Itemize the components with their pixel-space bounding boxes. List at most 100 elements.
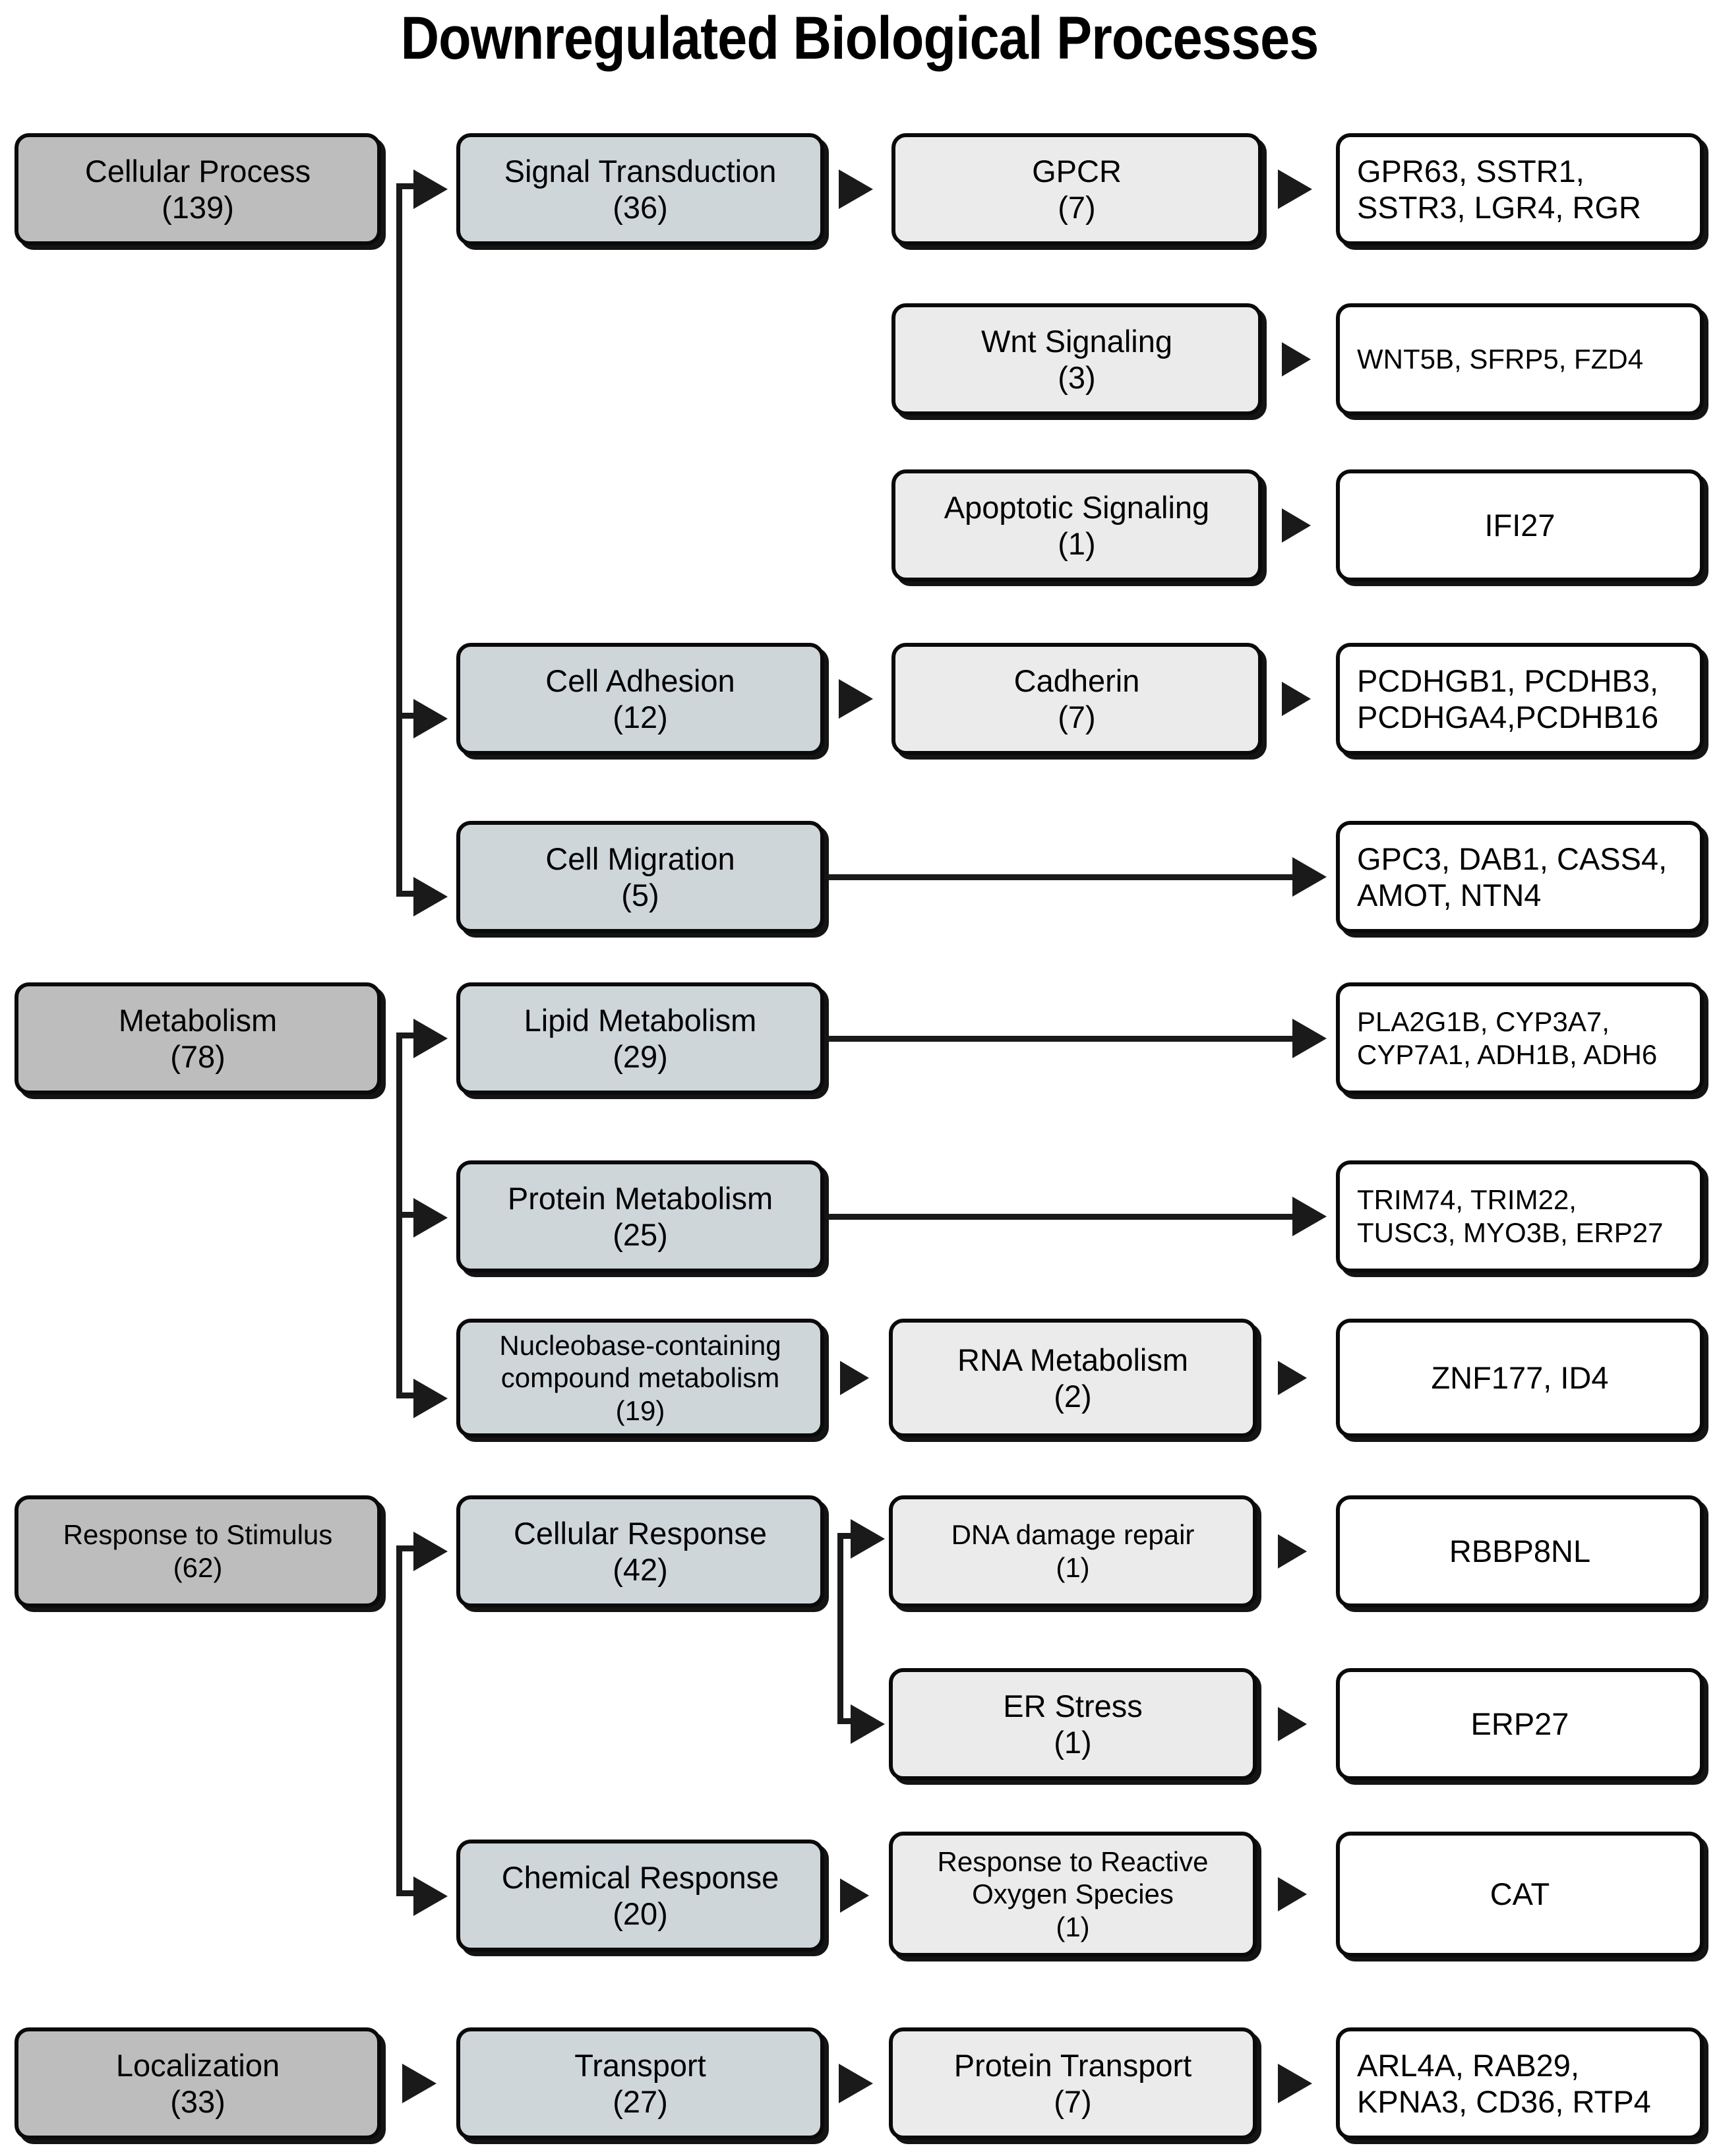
node-lipid-genes[interactable]: PLA2G1B, CYP3A7, CYP7A1, ADH1B, ADH6	[1336, 982, 1704, 1094]
gene-list: ZNF177, ID4	[1431, 1360, 1609, 1396]
connector-line-cell-migration	[828, 874, 1296, 880]
connector-stub	[396, 1033, 428, 1038]
node-label: Lipid Metabolism	[524, 1002, 757, 1038]
node-label: Response to Stimulus	[63, 1519, 333, 1551]
node-cell-migration[interactable]: Cell Migration (5)	[456, 821, 824, 933]
node-count: (1)	[1056, 1911, 1090, 1942]
node-label: Cellular Response	[513, 1515, 768, 1551]
node-count: (5)	[621, 878, 659, 913]
node-protein-transport-genes[interactable]: ARL4A, RAB29, KPNA3, CD36, RTP4	[1336, 2027, 1704, 2140]
gene-list: GPC3, DAB1, CASS4, AMOT, NTN4	[1357, 841, 1668, 913]
gene-list: CAT	[1490, 1876, 1550, 1912]
node-cadherin-genes[interactable]: PCDHGB1, PCDHB3, PCDHGA4,PCDHB16	[1336, 643, 1704, 755]
arrow-icon	[1278, 2064, 1312, 2103]
node-rna-metabolism[interactable]: RNA Metabolism (2)	[889, 1319, 1257, 1437]
node-label: Localization	[115, 2047, 280, 2083]
node-cell-migration-genes[interactable]: GPC3, DAB1, CASS4, AMOT, NTN4	[1336, 821, 1704, 933]
node-protein-genes[interactable]: TRIM74, TRIM22, TUSC3, MYO3B, ERP27	[1336, 1160, 1704, 1273]
arrow-icon	[1282, 682, 1311, 716]
arrow-icon	[851, 1704, 885, 1744]
gene-list: PCDHGB1, PCDHB3, PCDHGA4,PCDHB16	[1357, 663, 1659, 734]
node-count: (62)	[173, 1552, 223, 1583]
node-transport[interactable]: Transport (27)	[456, 2027, 824, 2140]
node-er-stress[interactable]: ER Stress (1)	[889, 1668, 1257, 1780]
node-metabolism[interactable]: Metabolism (78)	[15, 982, 381, 1094]
node-nucleobase-metabolism[interactable]: Nucleobase-containing compound metabolis…	[456, 1319, 824, 1437]
node-label: DNA damage repair	[951, 1519, 1195, 1551]
node-protein-metabolism[interactable]: Protein Metabolism (25)	[456, 1160, 824, 1273]
arrow-icon	[839, 2064, 873, 2103]
arrow-icon	[413, 1876, 448, 1916]
node-signal-transduction[interactable]: Signal Transduction (36)	[456, 133, 824, 245]
node-label: Apoptotic Signaling	[944, 489, 1210, 525]
gene-list: ERP27	[1470, 1706, 1569, 1742]
gene-list: TRIM74, TRIM22, TUSC3, MYO3B, ERP27	[1357, 1184, 1664, 1248]
connector-stub	[396, 1392, 428, 1398]
node-gpcr[interactable]: GPCR (7)	[891, 133, 1262, 245]
node-cell-adhesion[interactable]: Cell Adhesion (12)	[456, 643, 824, 755]
connector-stub	[837, 1718, 862, 1724]
node-response-to-stimulus[interactable]: Response to Stimulus (62)	[15, 1495, 381, 1607]
node-er-stress-genes[interactable]: ERP27	[1336, 1668, 1704, 1780]
node-ros-response[interactable]: Response to Reactive Oxygen Species (1)	[889, 1832, 1257, 1957]
node-label: Cell Adhesion	[545, 663, 735, 698]
node-count: (19)	[615, 1394, 665, 1426]
node-wnt-genes[interactable]: WNT5B, SFRP5, FZD4	[1336, 303, 1704, 415]
arrow-icon	[1278, 1534, 1307, 1569]
gene-list: WNT5B, SFRP5, FZD4	[1357, 344, 1644, 375]
node-count: (78)	[170, 1039, 226, 1074]
node-count: (33)	[170, 2084, 226, 2119]
arrow-icon	[1292, 1019, 1327, 1058]
node-count: (29)	[613, 1039, 668, 1074]
node-cadherin[interactable]: Cadherin (7)	[891, 643, 1262, 755]
node-label: Transport	[574, 2047, 706, 2083]
arrow-icon	[1278, 1707, 1307, 1741]
node-count: (42)	[613, 1552, 668, 1587]
connector-stub	[837, 1533, 862, 1539]
node-protein-transport[interactable]: Protein Transport (7)	[889, 2027, 1257, 2140]
gene-list: RBBP8NL	[1449, 1534, 1591, 1569]
node-rna-genes[interactable]: ZNF177, ID4	[1336, 1319, 1704, 1437]
arrow-icon	[1292, 857, 1327, 897]
connector-stub	[396, 1212, 428, 1218]
arrow-icon	[840, 1361, 869, 1395]
arrow-icon	[851, 1519, 885, 1559]
node-wnt-signaling[interactable]: Wnt Signaling (3)	[891, 303, 1262, 415]
node-lipid-metabolism[interactable]: Lipid Metabolism (29)	[456, 982, 824, 1094]
node-cellular-response[interactable]: Cellular Response (42)	[456, 1495, 824, 1607]
gene-list: GPR63, SSTR1, SSTR3, LGR4, RGR	[1357, 153, 1641, 225]
node-count: (12)	[613, 700, 668, 734]
node-chemical-response[interactable]: Chemical Response (20)	[456, 1840, 824, 1952]
node-count: (36)	[613, 190, 668, 225]
node-localization[interactable]: Localization (33)	[15, 2027, 381, 2140]
arrow-icon	[413, 1532, 448, 1571]
node-label: RNA Metabolism	[957, 1342, 1188, 1377]
arrow-icon	[413, 877, 448, 916]
arrow-icon	[840, 1878, 869, 1913]
connector-line-lipid	[828, 1036, 1296, 1042]
arrow-icon	[402, 2064, 437, 2103]
connector-line-protein	[828, 1214, 1296, 1220]
connector-stub	[396, 891, 428, 897]
gene-list: ARL4A, RAB29, KPNA3, CD36, RTP4	[1357, 2047, 1651, 2119]
connector-trunk-response	[396, 1545, 402, 1896]
node-dna-damage-genes[interactable]: RBBP8NL	[1336, 1495, 1704, 1607]
node-count: (3)	[1058, 360, 1096, 395]
node-ros-genes[interactable]: CAT	[1336, 1832, 1704, 1957]
node-count: (25)	[613, 1217, 668, 1252]
node-label: GPCR	[1032, 153, 1122, 189]
node-cellular-process[interactable]: Cellular Process (139)	[15, 133, 381, 245]
page-title: Downregulated Biological Processes	[400, 5, 1319, 72]
node-apoptotic-genes[interactable]: IFI27	[1336, 469, 1704, 582]
node-count: (139)	[162, 190, 234, 225]
arrow-icon	[839, 679, 873, 719]
node-gpcr-genes[interactable]: GPR63, SSTR1, SSTR3, LGR4, RGR	[1336, 133, 1704, 245]
arrow-icon	[413, 1198, 448, 1238]
node-dna-damage-repair[interactable]: DNA damage repair (1)	[889, 1495, 1257, 1607]
node-count: (7)	[1058, 700, 1096, 734]
node-count: (2)	[1054, 1379, 1092, 1414]
connector-stub	[396, 1545, 428, 1551]
node-apoptotic-signaling[interactable]: Apoptotic Signaling (1)	[891, 469, 1262, 582]
arrow-icon	[1278, 1361, 1307, 1395]
